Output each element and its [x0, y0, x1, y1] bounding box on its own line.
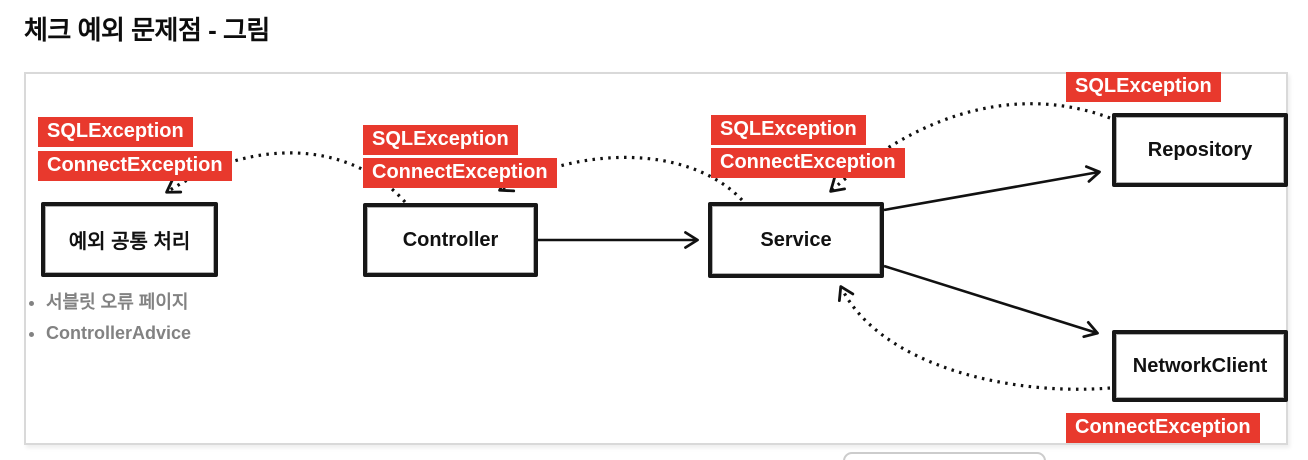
note-controller-advice: ControllerAdvice — [46, 323, 191, 344]
badge-connectexception-networkclient: ConnectException — [1066, 413, 1260, 443]
node-networkclient: NetworkClient — [1112, 330, 1288, 402]
node-repository: Repository — [1112, 113, 1288, 187]
partial-bottom-control[interactable] — [843, 452, 1046, 460]
node-controller: Controller — [363, 203, 538, 277]
page-title: 체크 예외 문제점 - 그림 — [24, 15, 270, 45]
node-controller-label: Controller — [402, 228, 499, 251]
badge-connectexception-service: ConnectException — [711, 148, 905, 178]
badge-connectexception-controller: ConnectException — [363, 158, 557, 188]
badge-connectexception-common: ConnectException — [38, 151, 232, 181]
node-common-exception-handler-label: 예외 공통 처리 — [68, 231, 191, 253]
common-handler-notes: 서블릿 오류 페이지 ControllerAdvice — [28, 288, 191, 353]
badge-sqlexception-common: SQLException — [38, 117, 193, 147]
note-servlet-error-page: 서블릿 오류 페이지 — [46, 288, 191, 314]
node-service: Service — [708, 202, 884, 278]
node-common-exception-handler: 예외 공통 처리 — [41, 202, 218, 277]
badge-sqlexception-service: SQLException — [711, 115, 866, 145]
badge-sqlexception-controller: SQLException — [363, 125, 518, 155]
badge-sqlexception-repository: SQLException — [1066, 72, 1221, 102]
node-networkclient-label: NetworkClient — [1132, 354, 1268, 377]
node-repository-label: Repository — [1147, 138, 1253, 161]
node-service-label: Service — [760, 228, 832, 251]
